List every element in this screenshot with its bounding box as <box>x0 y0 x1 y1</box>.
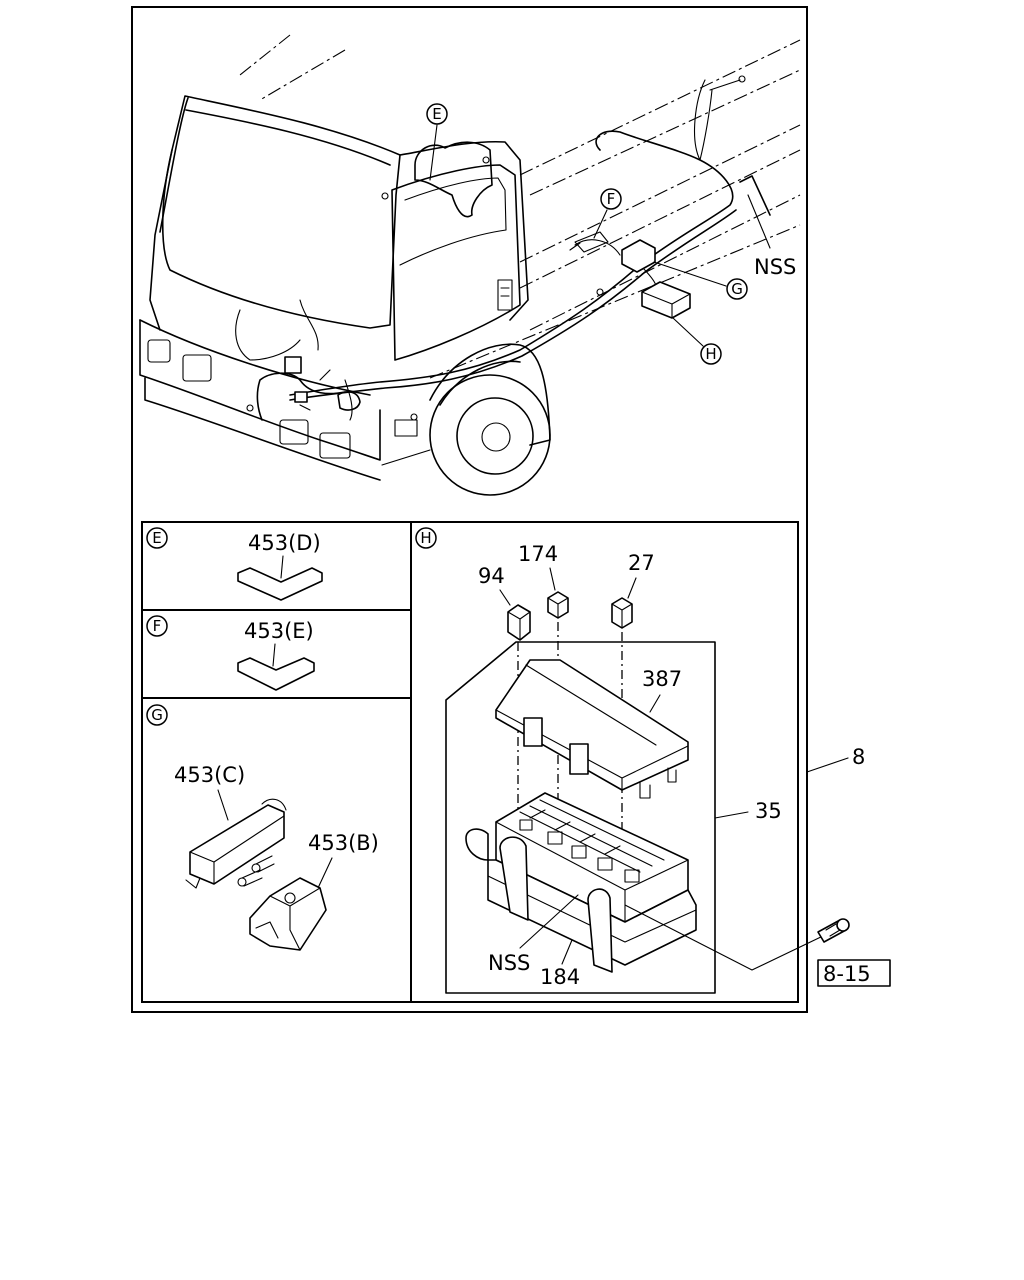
svg-text:G: G <box>731 280 743 298</box>
label-nss-top: NSS <box>754 255 796 279</box>
panel-f: F 453(E) <box>146 615 315 691</box>
truck-illustration <box>139 34 801 496</box>
callout-e-top: E <box>426 103 448 181</box>
callout-f-top: F <box>593 188 622 239</box>
detail-panels-frame <box>141 521 799 1003</box>
label-35: 35 <box>755 799 782 823</box>
label-184: 184 <box>540 965 580 989</box>
callout-g-top: G <box>653 261 748 300</box>
outer-frame <box>131 6 808 1013</box>
callout-h-top: H <box>672 317 722 365</box>
label-453e: 453(E) <box>244 619 314 643</box>
label-453b: 453(B) <box>308 831 379 855</box>
panel-g: G 453(C) 453(B) <box>146 704 379 951</box>
label-453c: 453(C) <box>174 763 245 787</box>
svg-text:F: F <box>607 190 616 208</box>
label-387: 387 <box>642 667 682 691</box>
ref-box <box>817 959 891 987</box>
label-8: 8 <box>852 745 865 769</box>
svg-text:H: H <box>420 529 431 547</box>
label-27: 27 <box>628 551 655 575</box>
svg-text:G: G <box>151 706 163 724</box>
label-nss-bottom: NSS <box>488 951 530 975</box>
bolt-ref: 8-15 <box>624 904 891 987</box>
svg-text:E: E <box>152 529 161 547</box>
label-453d: 453(D) <box>248 531 321 555</box>
svg-text:E: E <box>432 105 441 123</box>
label-174: 174 <box>518 542 558 566</box>
label-94: 94 <box>478 564 505 588</box>
label-ref: 8-15 <box>823 962 871 986</box>
panel-e: E 453(D) <box>146 527 323 601</box>
panel-h: H 94 174 27 387 35 <box>415 527 782 994</box>
svg-text:H: H <box>705 345 716 363</box>
svg-text:F: F <box>153 617 162 635</box>
